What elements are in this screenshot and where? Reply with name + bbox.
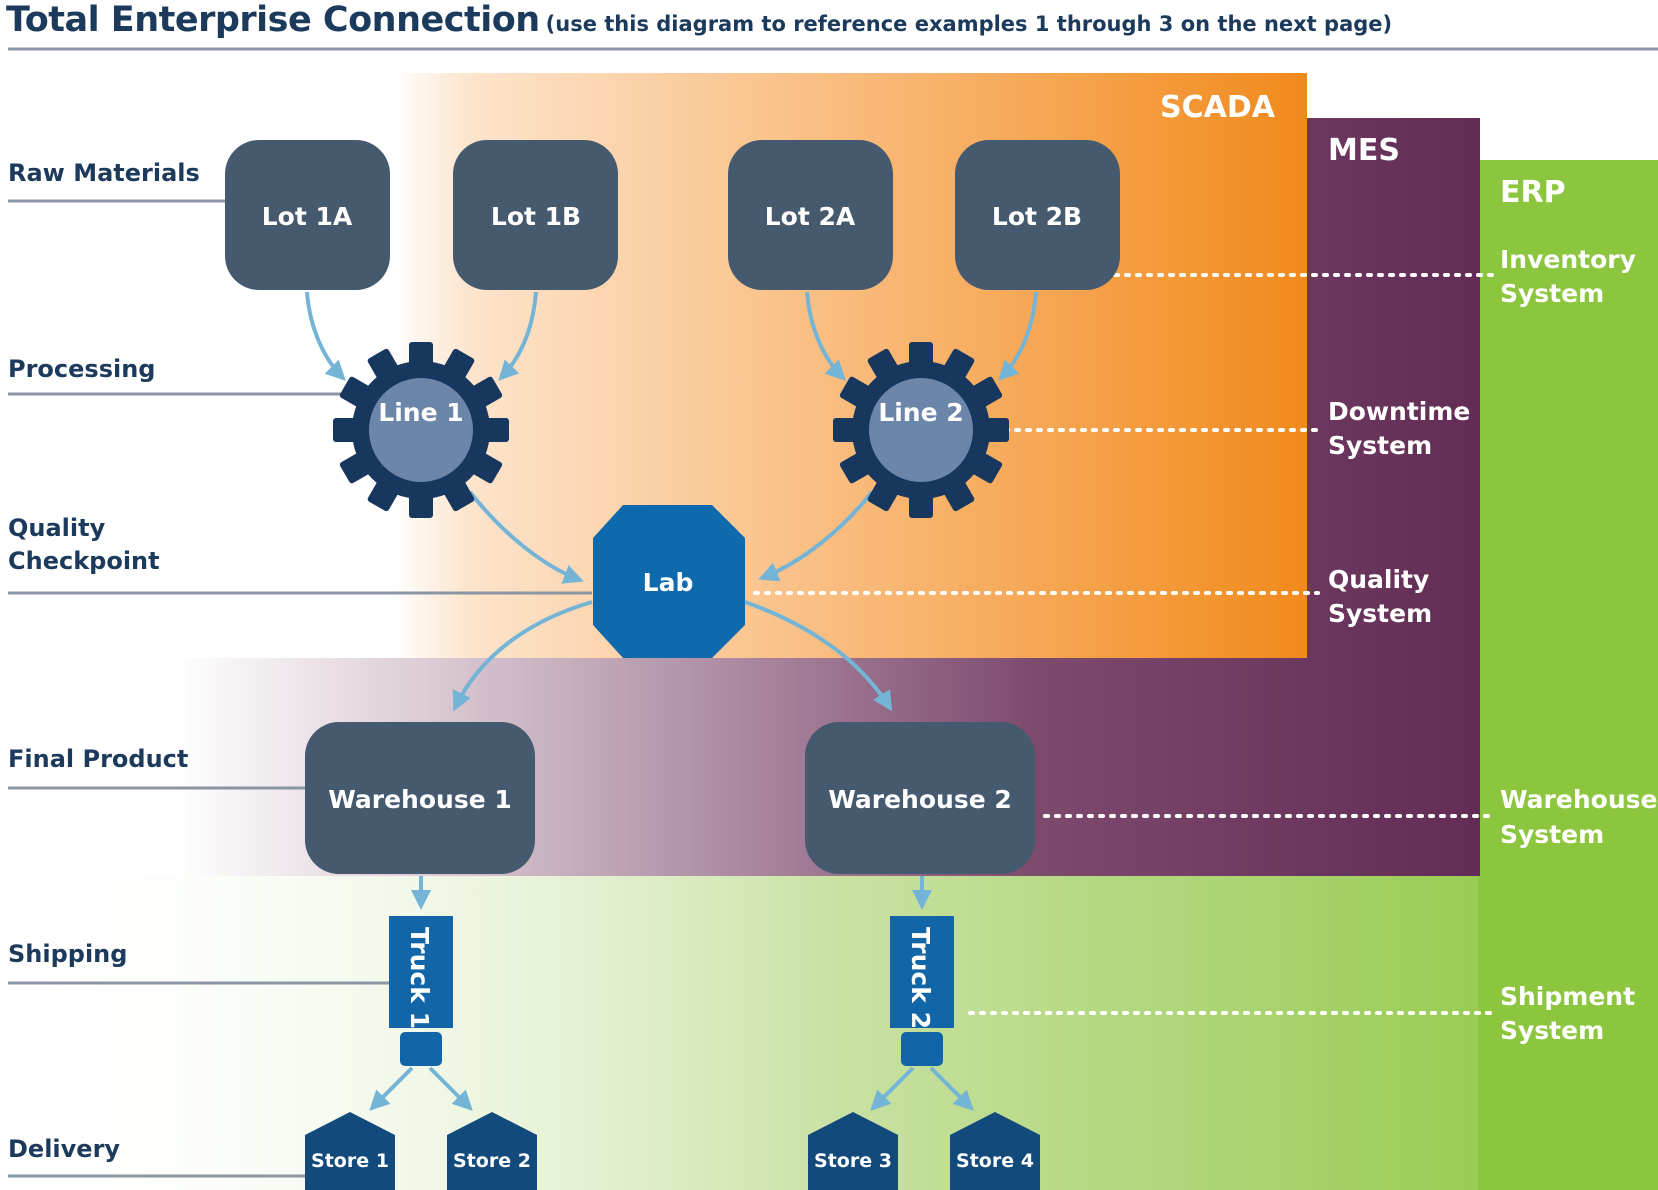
lab-label: Lab xyxy=(643,568,694,597)
truck-2-icon: Truck 2 xyxy=(890,916,954,1066)
warehouse-1-node: Warehouse 1 xyxy=(305,722,535,874)
arrow-truck2-store3 xyxy=(870,1066,915,1111)
arrow-lot1b-line1 xyxy=(498,291,538,381)
mes-label: MES xyxy=(1328,133,1400,168)
store-4-node: Store 4 xyxy=(950,1112,1040,1190)
line-2-gear-icon: Line 2 xyxy=(833,342,1009,518)
arrow-line2-lab xyxy=(758,490,874,582)
system-connectors xyxy=(753,273,1494,1015)
system-warehouse-2: System xyxy=(1500,820,1604,849)
arrow-lot2a-line2 xyxy=(805,291,846,381)
store-3-node: Store 3 xyxy=(808,1112,898,1190)
lot-1a-label: Lot 1A xyxy=(262,202,353,231)
warehouse-2-label: Warehouse 2 xyxy=(828,785,1012,814)
flow-arrows xyxy=(305,291,1038,1111)
arrow-truck1-store1 xyxy=(369,1066,414,1111)
stage-final-product: Final Product xyxy=(8,745,188,773)
arrow-truck2-store4 xyxy=(929,1066,974,1111)
system-downtime-2: System xyxy=(1328,431,1432,460)
lot-1a-node: Lot 1A xyxy=(225,140,390,290)
system-downtime-1: Downtime xyxy=(1328,397,1470,426)
erp-band xyxy=(1478,160,1658,1190)
arrow-lab-warehouse1 xyxy=(452,600,593,712)
system-quality-1: Quality xyxy=(1328,565,1429,594)
lot-2a-node: Lot 2A xyxy=(728,140,893,290)
truck-1-icon: Truck 1 xyxy=(389,916,453,1066)
system-quality-2: System xyxy=(1328,599,1432,628)
arrow-lot2b-line2 xyxy=(998,291,1038,381)
stage-quality-1: Quality xyxy=(8,514,106,542)
line-2-label: Line 2 xyxy=(878,398,963,427)
lot-2a-label: Lot 2A xyxy=(765,202,856,231)
arrow-line1-lab xyxy=(468,490,584,584)
lot-2b-node: Lot 2B xyxy=(955,140,1120,290)
truck-2-label: Truck 2 xyxy=(906,927,935,1029)
store-1-label: Store 1 xyxy=(311,1150,389,1172)
line-1-gear-icon: Line 1 xyxy=(333,342,509,518)
stage-processing: Processing xyxy=(8,355,155,383)
system-labels: Inventory System Downtime System Quality… xyxy=(1328,245,1657,1045)
title-block: Total Enterprise Connection(use this dia… xyxy=(6,0,1392,40)
system-shipment-2: System xyxy=(1500,1016,1604,1045)
arrow-lab-warehouse2 xyxy=(744,600,893,712)
store-2-node: Store 2 xyxy=(447,1112,537,1190)
system-inventory-2: System xyxy=(1500,279,1604,308)
erp-label: ERP xyxy=(1500,175,1566,210)
lab-octagon: Lab xyxy=(593,505,745,658)
stage-labels: Raw Materials Processing Quality Checkpo… xyxy=(8,159,592,1178)
store-3-label: Store 3 xyxy=(814,1150,892,1172)
page-title: Total Enterprise Connection xyxy=(6,0,540,40)
system-shipment-1: Shipment xyxy=(1500,982,1635,1011)
store-2-label: Store 2 xyxy=(453,1150,531,1172)
lot-1b-label: Lot 1B xyxy=(491,202,581,231)
store-4-label: Store 4 xyxy=(956,1150,1034,1172)
line-1-label: Line 1 xyxy=(378,398,463,427)
store-1-node: Store 1 xyxy=(305,1112,395,1190)
system-inventory-1: Inventory xyxy=(1500,245,1636,274)
arrow-truck1-store2 xyxy=(428,1066,473,1111)
page-subtitle: (use this diagram to reference examples … xyxy=(545,12,1393,36)
system-warehouse-1: Warehouse xyxy=(1500,785,1657,814)
warehouse-2-node: Warehouse 2 xyxy=(805,722,1035,874)
arrow-lot1a-line1 xyxy=(305,291,346,381)
stage-delivery: Delivery xyxy=(8,1135,120,1163)
truck-1-label: Truck 1 xyxy=(405,927,434,1029)
lot-2b-label: Lot 2B xyxy=(992,202,1082,231)
stage-quality-2: Checkpoint xyxy=(8,547,160,575)
scada-label: SCADA xyxy=(1160,90,1276,125)
stage-shipping: Shipping xyxy=(8,940,127,968)
warehouse-1-label: Warehouse 1 xyxy=(328,785,512,814)
stage-raw-materials: Raw Materials xyxy=(8,159,200,187)
lot-1b-node: Lot 1B xyxy=(453,140,618,290)
